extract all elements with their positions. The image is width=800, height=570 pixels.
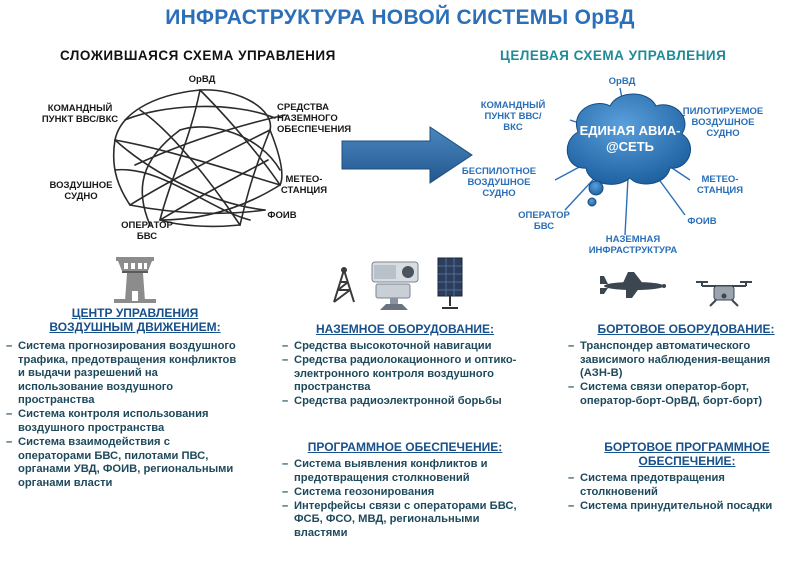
col3-list2: Система предотвращения столкновений Сист… <box>568 472 798 514</box>
list-item: Средства радиолокационного и оптико-элек… <box>282 354 532 395</box>
uav-plane-icon <box>600 272 666 298</box>
list-item: Система принудительной посадки <box>568 500 798 514</box>
col1-list: Система прогнозирования воздушного трафи… <box>6 340 246 491</box>
list-item: Система взаимодействия с операторами БВС… <box>6 436 246 490</box>
list-item: Средства радиоэлектронной борьбы <box>282 395 532 409</box>
list-item: Система контроля использования воздушног… <box>6 408 246 435</box>
unified-aviation-network: ЕДИНАЯ АВИА-@СЕТЬ <box>579 123 681 154</box>
col1-title: ЦЕНТР УПРАВЛЕНИЯ ВОЗДУШНЫМ ДВИЖЕНИЕМ: <box>49 306 221 334</box>
target-node-operator-uav: ОПЕРАТОР БВС <box>518 210 570 232</box>
list-item: Система геозонирования <box>282 486 532 500</box>
target-node-unmanned-aircraft: БЕСПИЛОТНОЕ ВОЗДУШНОЕ СУДНО <box>461 166 537 199</box>
node-ground-support: СРЕДСТВА НАЗЕМНОГО ОБЕСПЕЧЕНИЯ <box>277 102 352 135</box>
current-scheme-network <box>112 89 286 228</box>
transition-arrow-icon <box>341 126 473 184</box>
target-node-command-post: КОМАНДНЫЙ ПУНКТ ВВС/ВКС <box>480 100 546 133</box>
target-scheme-network <box>554 87 691 236</box>
list-item: Система прогнозирования воздушного трафи… <box>6 340 246 408</box>
col3-list: Транспондер автоматического зависимого н… <box>568 340 798 409</box>
cloud-icon <box>566 93 691 207</box>
radio-mast-icon <box>333 267 355 303</box>
col2-list: Средства высокоточной навигации Средства… <box>282 340 532 409</box>
target-scheme-heading: ЦЕЛЕВАЯ СХЕМА УПРАВЛЕНИЯ <box>500 48 727 63</box>
node-operator-uav: ОПЕРАТОР БВС <box>121 220 173 242</box>
radar-camera-icon <box>371 261 419 310</box>
target-node-piloted-aircraft: ПИЛОТИРУЕМОЕ ВОЗДУШНОЕ СУДНО <box>682 106 764 139</box>
list-item: Система выявления конфликтов и предотвра… <box>282 458 532 485</box>
solar-panel-icon <box>437 257 463 309</box>
target-node-orvd: ОрВД <box>608 76 636 87</box>
col2-list2: Система выявления конфликтов и предотвра… <box>282 458 532 541</box>
target-node-ground-infrastructure: НАЗЕМНАЯ ИНФРАСТРУКТУРА <box>588 234 678 256</box>
target-node-meteo: МЕТЕО-СТАНЦИЯ <box>696 174 744 196</box>
col3-title2: БОРТОВОЕ ПРОГРАММНОЕ ОБЕСПЕЧЕНИЕ: <box>604 440 770 468</box>
list-item: Система предотвращения столкновений <box>568 472 798 499</box>
list-item: Транспондер автоматического зависимого н… <box>568 340 798 381</box>
node-foiv: ФОИВ <box>267 210 297 221</box>
col3-title: БОРТОВОЕ ОБОРУДОВАНИЕ: <box>597 322 775 336</box>
control-tower-icon <box>114 257 156 303</box>
col2-title2: ПРОГРАММНОЕ ОБЕСПЕЧЕНИЕ: <box>307 440 503 454</box>
list-item: Средства высокоточной навигации <box>282 340 532 354</box>
node-meteo: МЕТЕО-СТАНЦИЯ <box>280 174 328 196</box>
list-item: Интерфейсы связи с операторами БВС, ФСБ,… <box>282 500 532 541</box>
node-command-post: КОМАНДНЫЙ ПУНКТ ВВС/ВКС <box>41 103 119 125</box>
page-title: ИНФРАСТРУКТУРА НОВОЙ СИСТЕМЫ ОрВД <box>165 6 635 29</box>
target-node-foiv: ФОИВ <box>687 216 717 227</box>
quadcopter-icon <box>696 281 752 307</box>
current-scheme-heading: СЛОЖИВШАЯСЯ СХЕМА УПРАВЛЕНИЯ <box>60 48 336 63</box>
node-aircraft: ВОЗДУШНОЕ СУДНО <box>49 180 113 202</box>
node-orvd: ОрВД <box>188 74 216 85</box>
list-item: Система связи оператор-борт, оператор-бо… <box>568 381 798 408</box>
col2-title: НАЗЕМНОЕ ОБОРУДОВАНИЕ: <box>315 322 495 336</box>
